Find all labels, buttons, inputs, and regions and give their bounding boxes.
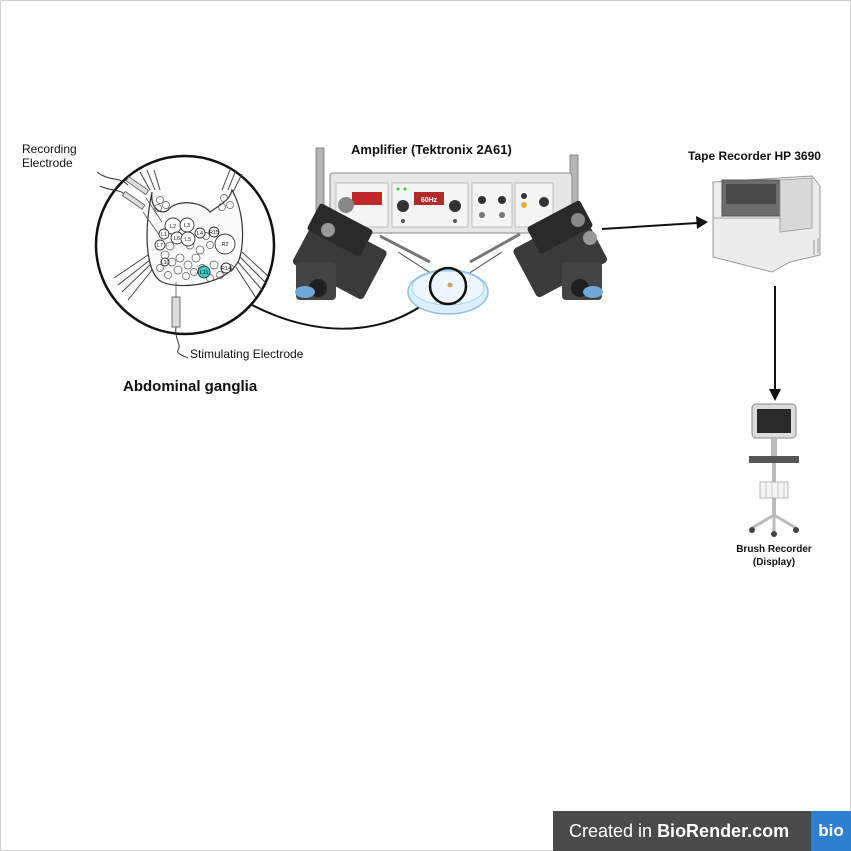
stimulating-electrode-label: Stimulating Electrode xyxy=(190,347,304,361)
stimulating-electrode-probe xyxy=(171,282,189,359)
svg-text:L7: L7 xyxy=(157,243,163,249)
svg-text:R2: R2 xyxy=(221,242,228,248)
neuron-r15 xyxy=(208,226,220,238)
neuron-l7 xyxy=(154,239,166,251)
biorender-logo-icon: bio xyxy=(811,811,851,851)
amplifier-label: Amplifier (Tektronix 2A61) xyxy=(351,142,512,157)
amplifier-display-1 xyxy=(352,192,382,205)
tape-recorder-device xyxy=(712,175,821,273)
svg-text:L3: L3 xyxy=(184,223,190,229)
badge-brand: BioRender.com xyxy=(657,821,790,841)
amplifier-display-2 xyxy=(414,192,444,205)
neuron-l5 xyxy=(180,231,196,247)
svg-text:L4: L4 xyxy=(197,231,203,237)
left-micromanipulator xyxy=(292,197,431,300)
abdominal-ganglia-label: Abdominal ganglia xyxy=(123,378,258,395)
svg-text:R15: R15 xyxy=(209,230,219,236)
neuron-l4 xyxy=(194,227,206,239)
knob-1 xyxy=(397,200,409,212)
brush-recorder-screen xyxy=(757,409,791,433)
svg-text:L2: L2 xyxy=(170,224,176,230)
tape-recorder-label: Tape Recorder HP 3690 xyxy=(688,149,821,163)
arrow-to-tape-recorder xyxy=(601,216,708,230)
brush-recorder-label: Brush Recorder (Display) xyxy=(736,544,812,568)
biorender-badge-text: Created in BioRender.com xyxy=(569,821,789,842)
svg-text:L6: L6 xyxy=(174,236,180,242)
svg-text:L1: L1 xyxy=(161,232,167,238)
amplifier-rig: 60Hz xyxy=(292,147,608,315)
svg-text:L11: L11 xyxy=(200,270,209,276)
biorender-badge[interactable]: Created in BioRender.com bio xyxy=(553,811,851,851)
right-micromanipulator xyxy=(469,200,608,300)
neuron-r2 xyxy=(214,233,236,255)
recording-electrode-label: Recording Electrode xyxy=(22,142,77,170)
brush-recorder-device xyxy=(749,403,799,537)
neuron-l11 xyxy=(197,265,211,279)
arrow-to-brush-recorder xyxy=(769,286,781,401)
dish-magnify-ring xyxy=(428,266,468,306)
ganglion-sample xyxy=(447,282,453,288)
identified-neurons xyxy=(154,217,236,279)
neuron-r14 xyxy=(220,262,232,274)
knob-2 xyxy=(449,200,461,212)
svg-text:L5: L5 xyxy=(185,237,191,243)
filter-display-text: 60Hz xyxy=(421,197,438,204)
recording-electrode-probes xyxy=(96,171,163,237)
svg-text:L10: L10 xyxy=(160,260,169,266)
badge-prefix: Created in xyxy=(569,821,658,841)
svg-text:R14: R14 xyxy=(221,266,231,272)
nerve-fibers xyxy=(113,169,269,301)
neuron-l10 xyxy=(160,257,170,267)
